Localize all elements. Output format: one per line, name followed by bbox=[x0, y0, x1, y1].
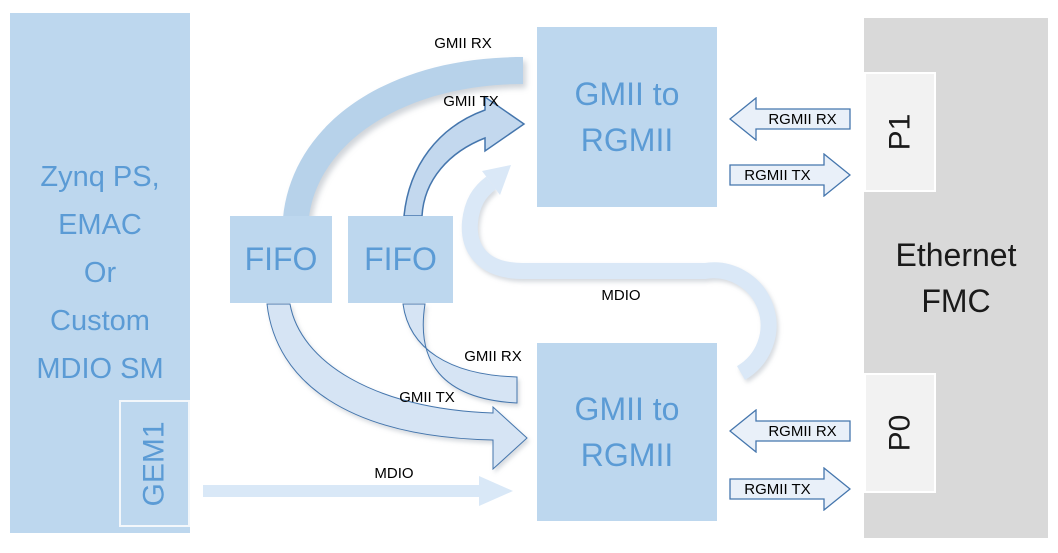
zynq-label-line: Zynq PS, bbox=[40, 161, 160, 193]
gmii-tx-bottom-label: GMII TX bbox=[399, 389, 455, 406]
gmii-rx-bottom-arrow bbox=[402, 303, 518, 404]
gmii-to-rgmii-bottom-block: GMII to RGMII bbox=[537, 343, 717, 521]
fifo-right-label: FIFO bbox=[364, 241, 437, 277]
gmii-to-rgmii-bottom-label-line: GMII to bbox=[574, 391, 680, 427]
gmii-tx-top-label: GMII TX bbox=[443, 93, 499, 110]
gmii-to-rgmii-top-block: GMII to RGMII bbox=[537, 27, 717, 207]
port-p1-label: P1 bbox=[882, 113, 916, 151]
fifo-left-label: FIFO bbox=[244, 241, 318, 277]
mdio-straight-arrowhead-icon bbox=[479, 476, 513, 506]
port-p0-block: P0 bbox=[864, 373, 936, 493]
ethernet-fmc-title: Ethernet FMC bbox=[864, 232, 1048, 324]
zynq-label-line: EMAC bbox=[58, 209, 142, 241]
mdio-loop-arrow bbox=[461, 176, 777, 380]
port-p0-label: P0 bbox=[882, 414, 916, 452]
left-block-arrow-icon bbox=[729, 97, 851, 141]
right-block-arrow-icon bbox=[729, 153, 851, 197]
ethernet-fmc-title-line: Ethernet bbox=[895, 237, 1017, 273]
mdio-straight-label: MDIO bbox=[374, 465, 414, 482]
rgmii-tx-top-arrow: RGMII TX bbox=[728, 153, 851, 197]
gmii-to-rgmii-bottom-label-line: RGMII bbox=[580, 437, 674, 473]
rgmii-rx-bottom-arrow: RGMII RX bbox=[729, 409, 852, 453]
gmii-tx-bottom-arrow bbox=[266, 303, 528, 471]
zynq-label-line: Custom bbox=[50, 305, 150, 337]
ethernet-fmc-title-line: FMC bbox=[921, 283, 991, 319]
gem1-block: GEM1 bbox=[119, 400, 190, 527]
gmii-tx-top-arrow bbox=[403, 95, 526, 217]
port-p1-block: P1 bbox=[864, 72, 936, 192]
right-block-arrow-icon bbox=[729, 467, 851, 511]
gmii-rx-top-label: GMII RX bbox=[434, 35, 492, 52]
mdio-loop-arrowhead-icon bbox=[482, 165, 511, 195]
rgmii-rx-top-label: RGMII RX bbox=[768, 110, 837, 128]
zynq-label-line: Or bbox=[83, 257, 117, 289]
fifo-right-block: FIFO bbox=[348, 216, 453, 303]
left-block-arrow-icon bbox=[729, 409, 851, 453]
mdio-loop-label: MDIO bbox=[601, 287, 641, 304]
rgmii-tx-bottom-label: RGMII TX bbox=[744, 480, 811, 498]
gmii-to-rgmii-top-label-line: GMII to bbox=[574, 76, 680, 112]
rgmii-tx-top-label: RGMII TX bbox=[744, 166, 811, 184]
rgmii-tx-bottom-arrow: RGMII TX bbox=[728, 467, 851, 511]
gmii-rx-top-arrow bbox=[283, 57, 523, 218]
gmii-rx-bottom-label: GMII RX bbox=[464, 348, 522, 365]
gem1-label: GEM1 bbox=[137, 420, 171, 507]
zynq-label-line: MDIO SM bbox=[36, 353, 164, 385]
rgmii-rx-bottom-label: RGMII RX bbox=[768, 422, 837, 440]
gmii-to-rgmii-top-label-line: RGMII bbox=[580, 122, 674, 158]
fifo-left-block: FIFO bbox=[230, 216, 332, 303]
rgmii-rx-top-arrow: RGMII RX bbox=[729, 97, 852, 141]
